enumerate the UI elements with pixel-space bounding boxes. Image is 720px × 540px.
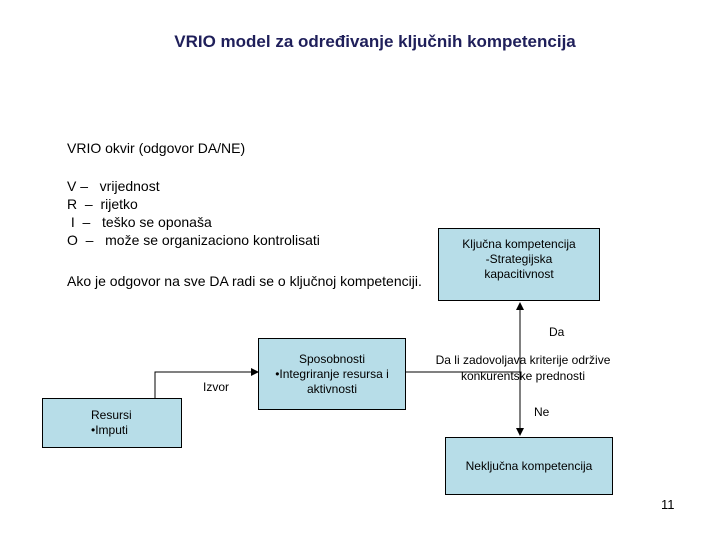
connector-resursi-to-sposobnosti xyxy=(154,368,259,398)
nekljucna-line-1: Neključna kompetencija xyxy=(465,458,593,473)
box-resursi: Resursi •Imputi xyxy=(42,398,182,448)
decision-question: Da li zadovoljava kriterije održive konk… xyxy=(435,353,611,383)
box-kljucna-kompetencija: Ključna kompetencija -Strategijska kapac… xyxy=(438,228,600,301)
kljucna-line-3: kapacitivnost xyxy=(484,267,554,281)
vrio-list: V – vrijednost R – rijetko I – teško se … xyxy=(67,177,320,249)
vrio-item-v: V – vrijednost xyxy=(67,178,160,194)
resursi-line-2: •Imputi xyxy=(91,423,128,437)
sposobnosti-line-3: aktivnosti xyxy=(306,381,358,396)
kljucna-line-2: -Strategijska xyxy=(485,252,553,266)
box-nekljucna-kompetencija: Neključna kompetencija xyxy=(445,437,613,495)
label-ne: Ne xyxy=(534,405,550,419)
vrio-item-r: R – rijetko xyxy=(67,196,138,212)
sposobnosti-line-2: •Integriranje resursa i xyxy=(275,366,389,381)
sposobnosti-line-1: Sposobnosti xyxy=(298,351,366,366)
vrio-item-i: I – teško se oponaša xyxy=(67,214,212,230)
vrio-item-o: O – može se organizaciono kontrolisati xyxy=(67,232,320,248)
box-sposobnosti: Sposobnosti •Integriranje resursa i akti… xyxy=(258,338,406,410)
resursi-line-1: Resursi xyxy=(91,408,132,422)
conclusion-note: Ako je odgovor na sve DA radi se o ključ… xyxy=(67,273,422,289)
kljucna-line-1: Ključna kompetencija xyxy=(462,237,576,251)
label-da: Da xyxy=(549,325,565,339)
page-title: VRIO model za određivanje ključnih kompe… xyxy=(174,32,576,51)
label-izvor: Izvor xyxy=(203,380,230,394)
framework-label: VRIO okvir (odgovor DA/NE) xyxy=(67,140,246,156)
page-number: 11 xyxy=(661,497,675,512)
